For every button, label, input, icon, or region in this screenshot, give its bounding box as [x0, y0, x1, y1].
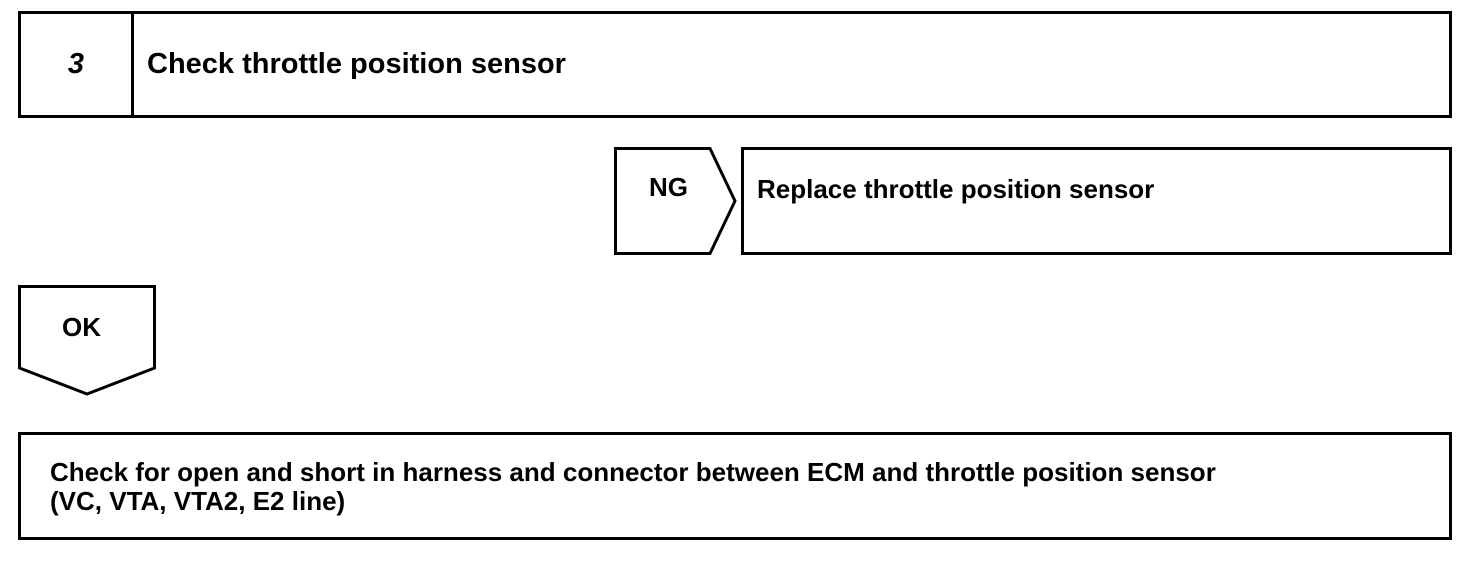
ng-arrow [614, 147, 737, 255]
ok-label: OK [62, 312, 101, 342]
step-box: 3 Check throttle position sensor [18, 11, 1452, 118]
step-number-cell: 3 [21, 14, 134, 115]
step-title: Check throttle position sensor [147, 48, 566, 80]
ng-action-text: Replace throttle position sensor [757, 174, 1155, 204]
next-step-text: Check for open and short in harness and … [50, 458, 1429, 516]
next-step-line-1: Check for open and short in harness and … [50, 457, 1216, 487]
step-number: 3 [67, 48, 85, 80]
ng-arrow-shape [614, 147, 737, 255]
ok-arrow-shape [18, 285, 156, 396]
next-step-line-2: (VC, VTA, VTA2, E2 line) [50, 486, 346, 516]
next-step-box: Check for open and short in harness and … [18, 432, 1452, 540]
ng-label: NG [649, 172, 688, 202]
ok-arrow [18, 285, 156, 396]
ng-action-box: Replace throttle position sensor [741, 147, 1452, 255]
